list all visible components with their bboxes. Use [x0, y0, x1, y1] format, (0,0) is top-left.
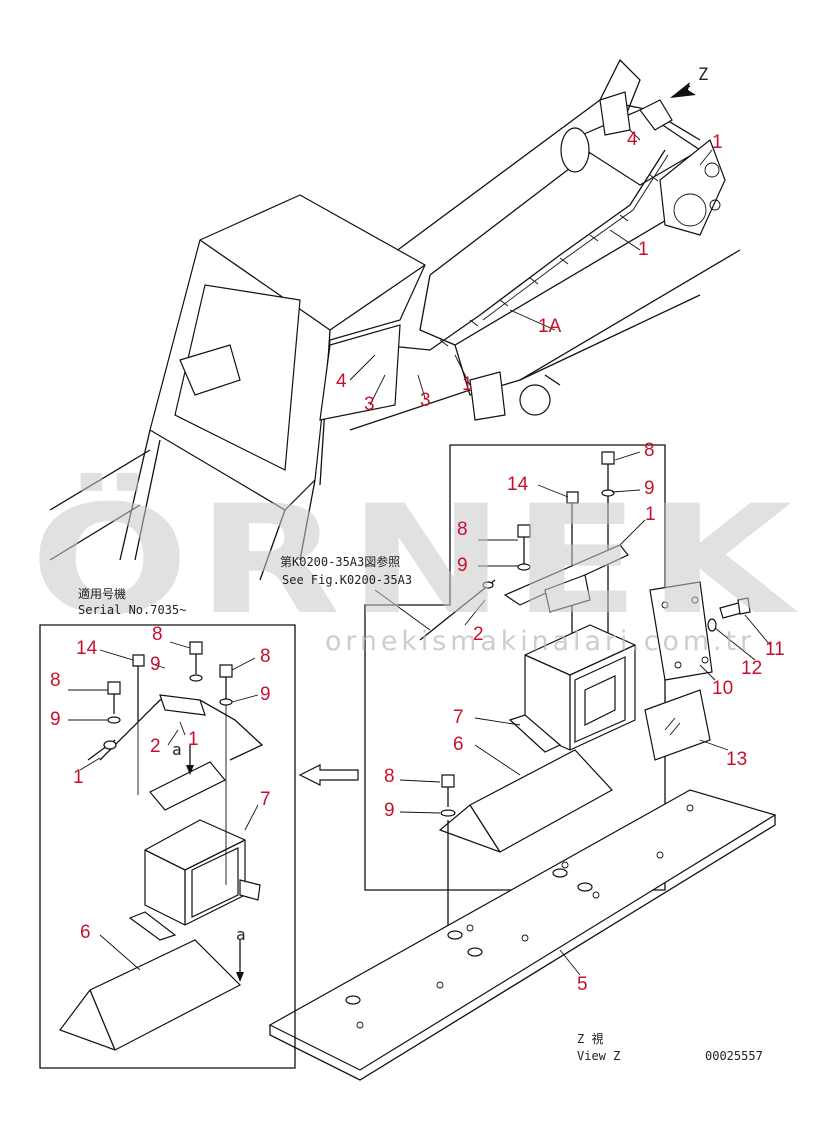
callout-13: 13: [726, 749, 747, 770]
callout-10: 10: [712, 678, 733, 699]
callout-14: 14: [76, 638, 98, 659]
callout-2: 2: [473, 624, 484, 645]
callout-8: 8: [152, 624, 163, 645]
callout-3: 3: [364, 394, 375, 415]
view-z-assembly: [268, 444, 777, 1081]
callout-9: 9: [644, 478, 655, 499]
view-jp: Z 視: [577, 1031, 603, 1046]
see-fig-jp: 第K0200-35A3図参照: [280, 554, 400, 569]
callout-5: 5: [577, 974, 588, 995]
serial-jp: 適用号機: [78, 586, 126, 601]
callout-8: 8: [457, 519, 468, 540]
notes: 第K0200-35A3図参照 See Fig.K0200-35A3 適用号機 S…: [78, 554, 763, 1063]
callout-4: 4: [336, 371, 347, 392]
callout-1: 1: [645, 504, 656, 525]
callout-9: 9: [384, 800, 395, 821]
machine-frame-drawing: Z: [49, 58, 741, 581]
callout-6: 6: [80, 922, 91, 943]
callout-1a: 1A: [538, 316, 562, 337]
see-fig-leader: [374, 589, 431, 631]
drawing-number: 00025557: [705, 1049, 763, 1063]
ref-a-bottom: a: [236, 925, 246, 944]
callout-7: 7: [260, 789, 271, 810]
callout-6: 6: [453, 734, 464, 755]
top-leader-lines: [349, 129, 713, 406]
callout-8: 8: [384, 766, 395, 787]
callout-1: 1: [462, 374, 473, 395]
serial-assembly: a a: [39, 624, 296, 1069]
callout-9: 9: [260, 684, 271, 705]
see-fig-en: See Fig.K0200-35A3: [282, 573, 412, 587]
view-en: View Z: [577, 1049, 620, 1063]
callout-7: 7: [453, 707, 464, 728]
callout-1: 1: [188, 729, 199, 750]
callout-1: 1: [712, 132, 723, 153]
callout-8: 8: [50, 670, 61, 691]
view-z-letter: Z: [698, 65, 708, 85]
callout-8: 8: [260, 646, 271, 667]
callout-14: 14: [507, 474, 529, 495]
callout-4: 4: [627, 129, 638, 150]
watermark-url: ornekismakinalari.com.tr: [325, 626, 755, 657]
ref-a-top: a: [172, 740, 182, 759]
direction-arrow: [298, 764, 359, 786]
callout-8: 8: [644, 440, 655, 461]
callout-9: 9: [150, 654, 161, 675]
callout-1: 1: [73, 767, 84, 788]
callout-9: 9: [50, 709, 61, 730]
watermark: ÖRNEK ornekismakinalari.com.tr: [30, 472, 800, 657]
callout-3: 3: [420, 390, 431, 411]
callouts: 4 1 1 1A 4 3 3 1 8 9 14 1 8 9 2 7 6 8 9 …: [50, 129, 785, 995]
watermark-brand: ÖRNEK: [30, 472, 800, 648]
callout-9: 9: [457, 555, 468, 576]
callout-11: 11: [765, 639, 785, 660]
serial-en: Serial No.7035~: [78, 603, 186, 617]
callout-2: 2: [150, 736, 161, 757]
callout-1: 1: [638, 239, 649, 260]
callout-12: 12: [741, 658, 762, 679]
